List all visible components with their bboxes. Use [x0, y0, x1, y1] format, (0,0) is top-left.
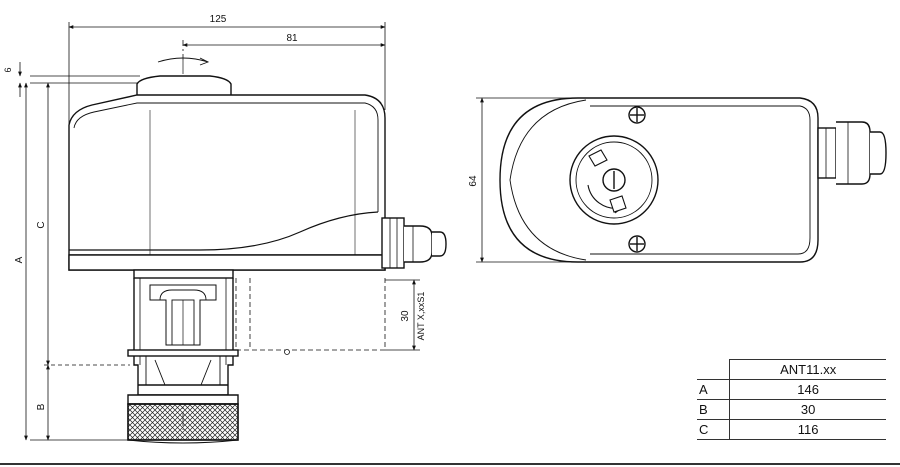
cable-gland — [381, 217, 447, 269]
dim-label-c: C — [36, 221, 47, 228]
cable-gland-top — [817, 121, 887, 185]
actuator-housing — [68, 94, 386, 271]
yoke-coupling — [127, 269, 239, 396]
table-row: C 116 — [697, 419, 886, 440]
dim-label-81: 81 — [286, 33, 298, 44]
table-header-blank — [697, 359, 730, 380]
screw-bottom — [628, 235, 646, 253]
dim-vertical-left — [18, 62, 140, 441]
table-row: B 30 — [697, 399, 886, 420]
dim-depth — [476, 97, 580, 263]
dim-label-6: 6 — [3, 67, 13, 72]
table-row-label: A — [697, 379, 730, 400]
stem-model-label: ANT X,xxS1 — [416, 292, 426, 341]
table-row-label: B — [697, 399, 730, 420]
dimension-table: ANT11.xx A 146 B 30 C 116 — [697, 359, 886, 440]
bottom-rule — [0, 463, 900, 465]
knob-top-view — [569, 135, 659, 225]
table-row-value: 30 — [729, 399, 886, 420]
table-row-value: 146 — [729, 379, 886, 400]
screw-top — [628, 106, 646, 124]
top-housing — [499, 97, 819, 263]
dim-label-b: B — [36, 403, 47, 410]
knurled-nut — [127, 394, 239, 444]
dim-width-offset — [182, 40, 386, 62]
dim-label-125: 125 — [210, 14, 227, 25]
table-row-label: C — [697, 419, 730, 440]
table-row: A 146 — [697, 379, 886, 400]
dim-label-a: A — [14, 256, 25, 263]
stem-travel-outline — [235, 278, 420, 355]
dim-label-30: 30 — [400, 310, 411, 322]
table-header-row: ANT11.xx — [697, 359, 886, 380]
table-row-value: 116 — [729, 419, 886, 440]
top-view: 64 — [468, 97, 887, 263]
side-view: 125 81 6 A C B 30 ANT X,xxS1 — [3, 14, 447, 444]
manual-knob — [136, 75, 232, 95]
table-header-model: ANT11.xx — [729, 359, 886, 380]
dim-label-64: 64 — [468, 175, 479, 187]
housing-parting-line — [69, 211, 379, 251]
